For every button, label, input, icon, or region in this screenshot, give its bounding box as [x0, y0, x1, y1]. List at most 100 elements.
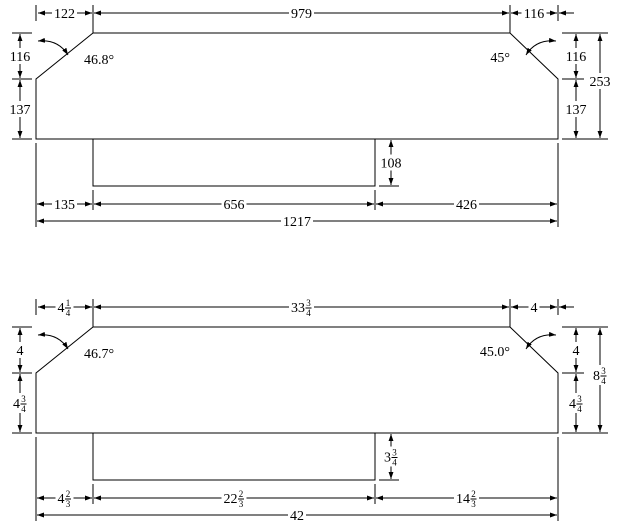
dim-right-upper: 4: [570, 342, 582, 359]
dim-right-lower-numerator: 3: [577, 394, 582, 404]
dim-top-right: 4: [528, 299, 540, 316]
angle-arc-right: [525, 331, 557, 350]
dim-right-total-numerator: 3: [601, 366, 606, 376]
label-mask: [82, 345, 121, 361]
dim-angle-right: 45.0°: [473, 343, 512, 360]
dim-bottom-middle: 656: [221, 196, 247, 213]
label-mask: [570, 342, 582, 358]
dim-right-total-denominator: 4: [601, 376, 606, 386]
dim-angle-right-text: 45.0°: [480, 345, 510, 360]
dim-overall: 42: [288, 507, 306, 524]
label-mask: [591, 365, 609, 385]
label-mask: [487, 49, 512, 65]
label-mask: [382, 446, 400, 467]
label-mask: [221, 488, 247, 508]
dim-cutout-height-whole: 3: [384, 451, 391, 466]
label-mask: [55, 488, 74, 508]
label-mask: [52, 196, 77, 212]
label-mask: [587, 73, 613, 89]
cutout-outline: [92, 433, 376, 481]
label-mask: [454, 196, 479, 212]
dim-right-total-whole: 8: [593, 369, 600, 384]
dim-top-left-numerator: 1: [66, 298, 71, 308]
dim-left-upper: 116: [7, 48, 33, 65]
label-mask: [281, 213, 313, 229]
angle-arc-left: [37, 331, 69, 350]
dim-left-lower-whole: 4: [13, 397, 20, 412]
cutout-outline: [92, 139, 376, 187]
dim-bottom-left: 135: [52, 196, 77, 213]
dim-overall: 1217: [281, 213, 313, 230]
dim-right-total-text: 253: [590, 75, 611, 90]
label-mask: [288, 507, 306, 523]
dim-right-lower-denominator: 4: [577, 404, 582, 414]
dim-bottom-right: 426: [454, 196, 479, 213]
dim-bottom-right-denominator: 3: [471, 499, 476, 509]
label-mask: [7, 101, 33, 117]
dim-top-left: 122: [52, 5, 77, 22]
label-mask: [473, 343, 512, 359]
dim-angle-left: 46.8°: [82, 51, 121, 68]
dim-top-middle-whole: 33: [291, 301, 305, 316]
dim-bottom-left-text: 135: [54, 198, 75, 213]
dim-right-upper-text: 4: [573, 344, 580, 359]
part-outline: [35, 32, 559, 140]
dim-bottom-middle-denominator: 3: [239, 499, 244, 509]
dim-angle-left-text: 46.8°: [84, 53, 114, 68]
dim-right-lower: 137: [563, 101, 589, 118]
dim-top-left-whole: 4: [58, 301, 65, 316]
label-mask: [52, 5, 77, 21]
label-mask: [454, 488, 479, 508]
label-mask: [82, 51, 121, 67]
dim-cutout-height: 108: [378, 154, 404, 172]
dim-top-right: 116: [521, 5, 547, 22]
dim-left-lower-text: 137: [10, 103, 31, 118]
label-mask: [14, 342, 26, 358]
dim-top-left-text: 122: [54, 7, 75, 22]
dim-cutout-height-text: 108: [381, 157, 402, 172]
dim-angle-right-text: 45°: [490, 51, 510, 66]
dim-right-lower-text: 137: [566, 103, 587, 118]
dim-top-middle-text: 979: [291, 7, 312, 22]
label-mask: [378, 154, 404, 171]
dim-left-upper: 4: [14, 342, 26, 359]
dim-bottom-left-whole: 4: [58, 492, 65, 507]
label-mask: [528, 299, 540, 315]
dim-right-upper: 116: [563, 48, 589, 65]
dim-left-lower-numerator: 3: [21, 394, 26, 404]
dim-cutout-height-numerator: 3: [392, 448, 397, 458]
dim-bottom-right-whole: 14: [456, 492, 470, 507]
label-mask: [563, 48, 589, 64]
dim-bottom-middle-text: 656: [224, 198, 245, 213]
dim-overall-text: 42: [290, 509, 304, 524]
dim-top-middle-denominator: 4: [306, 308, 311, 318]
dim-overall-text: 1217: [283, 215, 311, 230]
dim-left-upper-text: 4: [17, 344, 24, 359]
dim-cutout-height-denominator: 4: [392, 458, 397, 468]
part-outline: [35, 326, 559, 434]
label-mask: [7, 48, 33, 64]
dim-top-right-text: 116: [524, 7, 544, 22]
label-mask: [567, 393, 585, 413]
dim-right-total: 253: [587, 73, 613, 90]
label-mask: [221, 196, 247, 212]
angle-arc-left: [37, 37, 69, 56]
dim-top-right-text: 4: [531, 301, 538, 316]
dim-top-middle-numerator: 3: [306, 298, 311, 308]
dim-top-left-denominator: 4: [66, 308, 71, 318]
dim-bottom-right-text: 426: [456, 198, 477, 213]
label-mask: [11, 393, 29, 413]
dim-bottom-right-numerator: 2: [471, 489, 476, 499]
dim-bottom-left-denominator: 3: [66, 499, 71, 509]
